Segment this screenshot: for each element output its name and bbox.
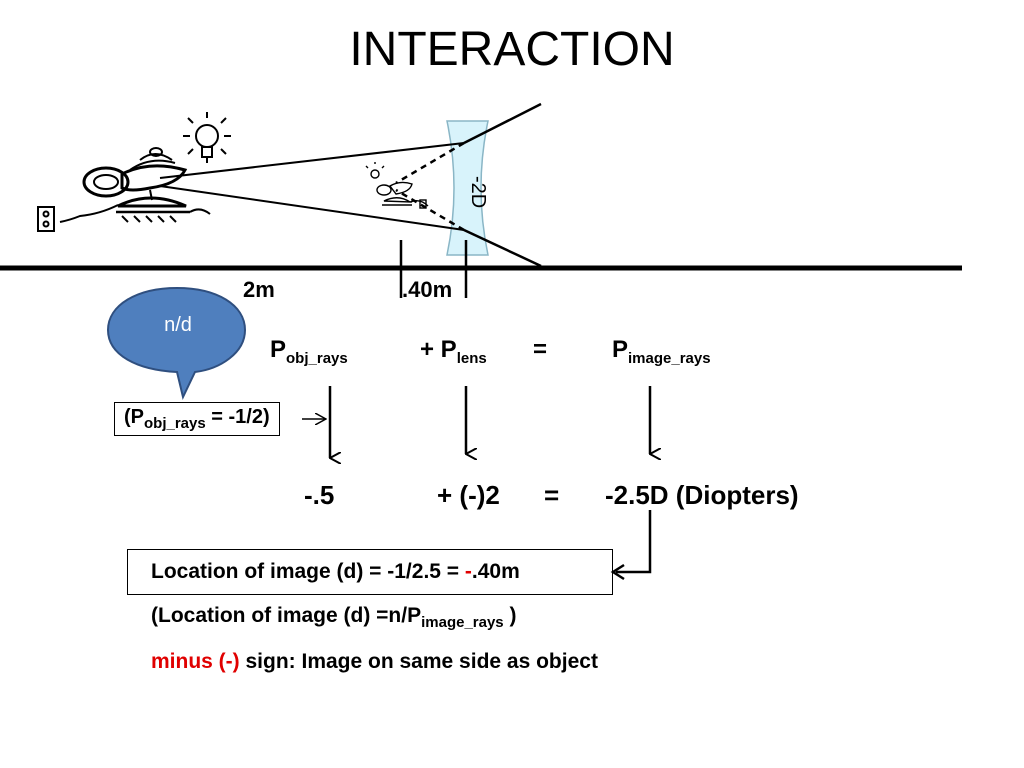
p-obj-rays: Pobj_rays xyxy=(270,336,348,367)
bubble-text: n/d xyxy=(164,314,192,336)
obj-value: -.5 xyxy=(304,480,335,510)
image-value: -2.5D (Diopters) xyxy=(605,480,799,510)
location-text: Location of image (d) = -1/2.5 = -.40m xyxy=(151,560,520,583)
plus-p-lens: + Plens xyxy=(420,336,487,367)
lamp-object xyxy=(37,147,211,232)
slide-title: INTERACTION xyxy=(349,23,675,76)
obj-rays-note: (Pobj_rays = -1/2) xyxy=(114,402,280,436)
result-equals: = xyxy=(544,480,560,510)
ray-top xyxy=(159,142,465,179)
speech-bubble xyxy=(106,286,247,400)
arrow-to-location xyxy=(616,510,652,574)
lamp-image xyxy=(365,162,429,209)
equation-equals: = xyxy=(533,336,548,363)
location-formula: (Location of image (d) =n/Pimage_rays ) xyxy=(151,604,517,632)
ray-out-bottom xyxy=(463,228,542,268)
virtual-ray-top xyxy=(395,141,465,185)
ray-bottom xyxy=(159,185,465,231)
object-distance-label: 2m xyxy=(243,277,275,302)
image-distance-label: .40m xyxy=(402,277,453,302)
location-box xyxy=(127,549,613,595)
diverging-lens xyxy=(446,120,489,256)
sign-note: minus (-) sign: Image on same side as ob… xyxy=(151,650,598,673)
p-image-rays: Pimage_rays xyxy=(612,336,711,367)
ray-out-top xyxy=(463,102,542,145)
virtual-ray-bottom xyxy=(395,188,465,232)
lens-value: + (-)2 xyxy=(437,480,500,510)
lens-label: -2D xyxy=(467,176,489,208)
lightbulb xyxy=(183,112,231,163)
